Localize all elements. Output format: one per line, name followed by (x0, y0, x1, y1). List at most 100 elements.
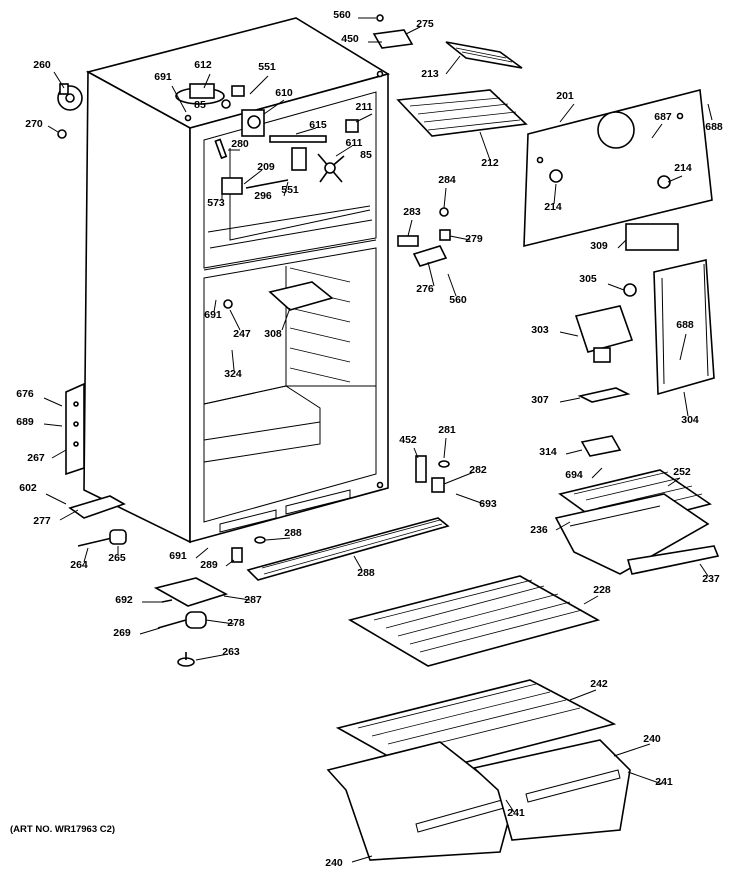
callout-214: 214 (544, 201, 562, 213)
hinge-267 (65, 382, 85, 476)
callout-277: 277 (33, 515, 51, 527)
callout-694: 694 (565, 469, 583, 481)
callout-691: 691 (154, 71, 172, 83)
callout-691: 691 (204, 309, 222, 321)
ice-tray-213 (445, 41, 523, 69)
callout-270: 270 (25, 118, 43, 130)
callout-241: 241 (507, 807, 525, 819)
callout-247: 247 (233, 328, 251, 340)
evaporator-cover-201 (523, 88, 713, 248)
callout-275: 275 (416, 18, 434, 30)
callout-309: 309 (590, 240, 608, 252)
part-279 (439, 229, 451, 241)
callout-282: 282 (469, 464, 487, 476)
part-284 (439, 207, 449, 217)
callout-308: 308 (264, 328, 282, 340)
hinge-277 (68, 495, 126, 519)
drain-parts (153, 577, 229, 667)
label-309 (625, 223, 679, 251)
callout-452: 452 (399, 434, 417, 446)
knob-305 (623, 283, 637, 297)
callout-691: 691 (169, 550, 187, 562)
callout-303: 303 (531, 324, 549, 336)
callout-236: 236 (530, 524, 548, 536)
callout-265: 265 (108, 552, 126, 564)
callout-307: 307 (531, 394, 549, 406)
callout-281: 281 (438, 424, 456, 436)
callout-573: 573 (207, 197, 225, 209)
callout-237: 237 (702, 573, 720, 585)
part-281 (438, 460, 450, 468)
callout-289: 289 (200, 559, 218, 571)
pan-front-237 (626, 545, 720, 575)
callout-278: 278 (227, 617, 245, 629)
callout-260: 260 (33, 59, 51, 71)
bracket-283 (397, 235, 419, 247)
callout-283: 283 (403, 206, 421, 218)
callout-687: 687 (654, 111, 672, 123)
callout-240: 240 (325, 857, 343, 869)
duct-304 (653, 259, 715, 396)
bracket-307 (577, 387, 631, 403)
callout-241: 241 (655, 776, 673, 788)
callout-324: 324 (224, 368, 242, 380)
callout-228: 228 (593, 584, 611, 596)
freezer-controls (175, 83, 359, 195)
bracket-275 (372, 14, 414, 49)
bulb-270 (57, 129, 67, 139)
callout-284: 284 (438, 174, 456, 186)
part-282 (431, 477, 445, 493)
crisper-drawer-left (326, 741, 515, 861)
callout-692: 692 (115, 594, 133, 606)
callout-209: 209 (257, 161, 275, 173)
callout-212: 212 (481, 157, 499, 169)
callout-276: 276 (416, 283, 434, 295)
callout-280: 280 (231, 138, 249, 150)
callout-287: 287 (244, 594, 262, 606)
callout-688: 688 (705, 121, 723, 133)
bracket-276 (412, 245, 448, 267)
clip-289 (231, 547, 243, 563)
callout-689: 689 (16, 416, 34, 428)
callout-211: 211 (356, 101, 373, 113)
callout-263: 263 (222, 646, 240, 658)
callout-612: 612 (194, 59, 212, 71)
cover-308 (268, 281, 334, 311)
ice-rack-212 (396, 89, 528, 137)
grille-288 (246, 517, 450, 581)
callout-688: 688 (676, 319, 694, 331)
callout-314: 314 (539, 446, 557, 458)
callout-201: 201 (556, 90, 574, 102)
callout-214: 214 (674, 162, 692, 174)
callout-551: 551 (258, 61, 276, 73)
shelf-228 (347, 575, 601, 667)
callout-693: 693 (479, 498, 497, 510)
callout-305: 305 (579, 273, 597, 285)
callout-610: 610 (275, 87, 293, 99)
callout-85: 85 (194, 99, 206, 111)
callout-240: 240 (643, 733, 661, 745)
callout-242: 242 (590, 678, 608, 690)
pan-236 (554, 493, 710, 575)
callout-269: 269 (113, 627, 131, 639)
callout-279: 279 (465, 233, 483, 245)
callout-288: 288 (284, 527, 302, 539)
callout-676: 676 (16, 388, 34, 400)
control-housing-303 (574, 305, 634, 363)
art-number-label: (ART NO. WR17963 C2) (10, 824, 115, 835)
callout-252: 252 (673, 466, 691, 478)
callout-288: 288 (357, 567, 375, 579)
callout-560: 560 (333, 9, 351, 21)
part-452 (415, 455, 427, 483)
leveling-leg-264 (77, 529, 127, 547)
callout-304: 304 (681, 414, 699, 426)
leader-lines (43, 17, 713, 863)
callout-85: 85 (360, 149, 372, 161)
callout-615: 615 (309, 119, 327, 131)
callout-296: 296 (254, 190, 272, 202)
lamp-socket-260 (57, 83, 83, 111)
screw-288 (254, 536, 266, 544)
